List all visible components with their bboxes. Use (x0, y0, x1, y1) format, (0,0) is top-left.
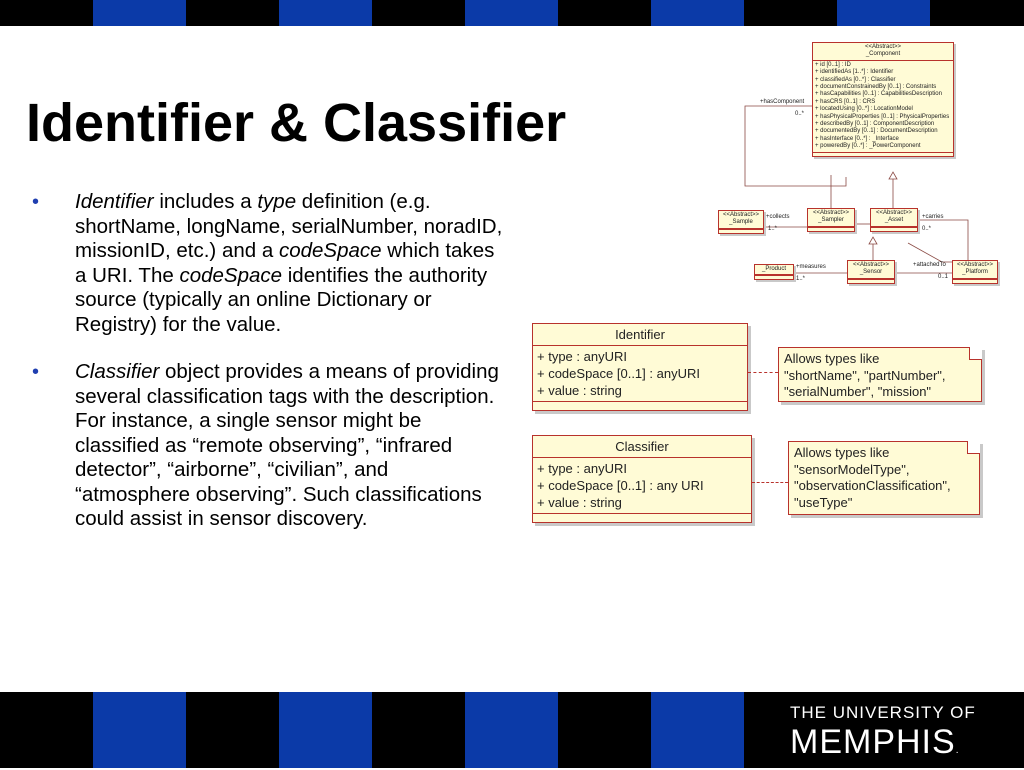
platform-class: <<Abstract>> _Platform (952, 260, 998, 284)
note-fold-icon (967, 441, 980, 454)
component-class: <<Abstract>> _Component + id [0..1] : ID… (812, 42, 954, 157)
label-attached-to-mult: 0..1 (938, 274, 949, 280)
list-line: + hasPhysicalProperties [0..1] : Physica… (815, 113, 950, 120)
bullet-text: Identifier includes a type definition (e… (75, 190, 502, 336)
classifier-note-link (752, 482, 788, 483)
label-measures-mult: 1..* (796, 276, 806, 282)
list-line: "serialNumber", "mission" (784, 384, 932, 399)
sample-class: <<Abstract>> _Sample (718, 210, 764, 234)
label-collects: +collects (766, 214, 790, 220)
list-line: Allows types like (794, 445, 890, 460)
list-line: + identifiedAs [1..*] : Identifier (815, 69, 894, 76)
text-run: includes a (153, 190, 258, 213)
bottom-stripe-bar (0, 692, 1024, 768)
list-line: "sensorModelType", (794, 461, 910, 477)
classifier-class-name: Classifier (533, 436, 751, 458)
label-attached-to: +attachedTo (913, 262, 946, 268)
label-has-component-mult: 0..* (795, 111, 805, 117)
component-class-header: <<Abstract>> _Component (813, 43, 953, 61)
label-carries-mult: 0..* (922, 226, 932, 232)
note-fold-icon (969, 347, 982, 360)
text-run: object provides a means of providing sev… (75, 360, 499, 530)
list-line: + type : anyURI (537, 349, 627, 364)
label-collects-mult: 1..* (768, 226, 778, 232)
university-logo: THE UNIVERSITY OF MEMPHIS. (790, 703, 976, 770)
list-line: "shortName", "partNumber", (784, 367, 946, 383)
component-attrs: + id [0..1] : ID+ identifiedAs [1..*] : … (813, 61, 953, 152)
identifier-class-name: Identifier (533, 324, 747, 346)
classifier-attrs: + type : anyURI + codeSpace [0..1] : any … (533, 458, 751, 513)
bullet-list: • Identifier includes a type definition … (30, 190, 505, 555)
text-run: identifies the authority source (typical… (75, 263, 488, 336)
text-run: codeSpace (179, 263, 283, 287)
slide-title: Identifier & Classifier (26, 93, 567, 153)
list-line: + poweredBy [0..*] : _PowerComponent (815, 143, 921, 150)
label-has-component: +hasComponent (760, 99, 805, 105)
list-line: + classifiedAs [0..*] : Classifier (815, 76, 896, 83)
sampler-class: <<Abstract>> _Sampler (807, 208, 855, 232)
product-class: _Product (754, 264, 794, 281)
classifier-note: Allows types like"sensorModelType","obse… (788, 441, 980, 515)
top-stripe-bar (0, 0, 1024, 26)
identifier-class: Identifier + type : anyURI + codeSpace [0… (532, 323, 748, 411)
bullet-identifier: • Identifier includes a type definition … (30, 190, 505, 337)
list-line: + locatedUsing [0..*] : LocationModel (815, 106, 913, 113)
list-line: + hasInterface [0..*] : _Interface (815, 135, 899, 142)
list-line: + id [0..1] : ID (815, 61, 851, 68)
list-line: + describedBy [0..1] : ComponentDescript… (815, 121, 935, 128)
list-line: + documentConstrainedBy [0..1] : Constra… (815, 84, 937, 91)
logo-line1: THE UNIVERSITY OF (790, 703, 976, 722)
identifier-attrs: + type : anyURI + codeSpace [0..1] : anyU… (533, 346, 747, 401)
bullet-classifier: • Classifier object provides a means of … (30, 360, 505, 532)
text-run: Identifier (75, 190, 154, 213)
list-line: + value : string (537, 383, 622, 398)
list-line: "useType" (794, 494, 853, 510)
sensor-class: <<Abstract>> _Sensor (847, 260, 895, 284)
list-line: + documentedBy [0..1] : DocumentDescript… (815, 128, 938, 135)
list-line: + value : string (537, 495, 622, 510)
text-run: codeSpace (278, 239, 382, 262)
logo-line2: MEMPHIS. (790, 723, 960, 761)
text-run: Classifier (75, 360, 160, 383)
list-line: + codeSpace [0..1] : any URI (537, 478, 704, 493)
bullet-text: Classifier object provides a means of pr… (75, 360, 499, 530)
identifier-note-link (748, 372, 778, 373)
list-line: "observationClassification", (794, 478, 951, 493)
bullet-dot-icon: • (32, 361, 40, 383)
identifier-note: Allows types like"shortName", "partNumbe… (778, 347, 982, 402)
label-measures: +measures (796, 264, 826, 270)
classifier-class: Classifier + type : anyURI + codeSpace [0… (532, 435, 752, 523)
text-run: definition (e.g. shortName, longName, se… (75, 190, 503, 262)
list-line: + hasCapabilities [0..1] : CapabilitiesD… (815, 91, 942, 98)
list-line: Allows types like (784, 351, 880, 366)
bullet-dot-icon: • (32, 191, 40, 213)
list-line: + codeSpace [0..1] : anyURI (537, 366, 700, 381)
asset-class: <<Abstract>> _Asset (870, 208, 918, 232)
text-run: type (257, 190, 297, 213)
list-line: + type : anyURI (537, 461, 627, 476)
text-run: which takes a URI. The (75, 239, 495, 287)
label-carries: +carries (922, 214, 944, 220)
list-line: + hasCRS [0..1] : CRS (815, 98, 876, 105)
